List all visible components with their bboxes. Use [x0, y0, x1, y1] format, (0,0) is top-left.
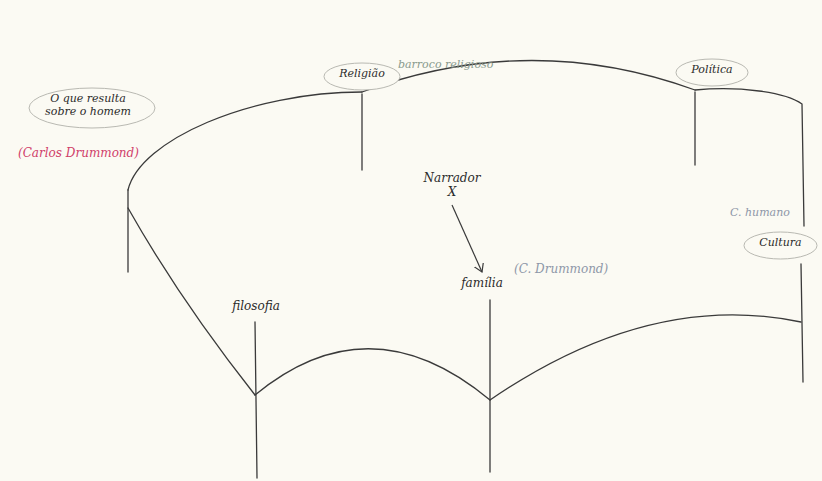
spoke-line: [127, 190, 128, 272]
outline-curve: [128, 92, 362, 190]
text-node: família: [457, 275, 507, 293]
node-text: O que resulta sobre o homem: [40, 93, 136, 118]
node-text: Cultura: [755, 237, 806, 250]
node-text: família: [461, 277, 503, 291]
text-node: filosofia: [228, 298, 284, 316]
outline-curve: [255, 349, 490, 400]
spoke-line: [489, 300, 490, 472]
side-note: C. humano: [730, 206, 790, 219]
spoke-line: [255, 322, 257, 478]
author-note: (Carlos Drummond): [18, 146, 139, 160]
node-text: Religião: [335, 68, 389, 81]
ellipse-node: O que resulta sobre o homem: [28, 87, 156, 129]
side-note: (C. Drummond): [514, 262, 608, 276]
ellipse-node: Cultura: [743, 231, 818, 260]
spoke-line: [361, 94, 362, 170]
node-text: filosofia: [232, 300, 280, 314]
node-text: Narrador: [424, 172, 481, 186]
outline-curve: [490, 315, 801, 400]
outline-curve: [695, 89, 804, 226]
ellipse-node: Religião: [323, 62, 401, 91]
node-mark: X: [424, 186, 481, 200]
ellipse-node: Política: [675, 58, 749, 87]
arrow-connector: [452, 205, 482, 272]
text-node: NarradorX: [420, 170, 485, 202]
node-text: Política: [687, 64, 737, 77]
spoke-line: [801, 264, 803, 382]
spoke-line: [694, 92, 695, 165]
side-note: barroco religioso: [398, 58, 493, 71]
